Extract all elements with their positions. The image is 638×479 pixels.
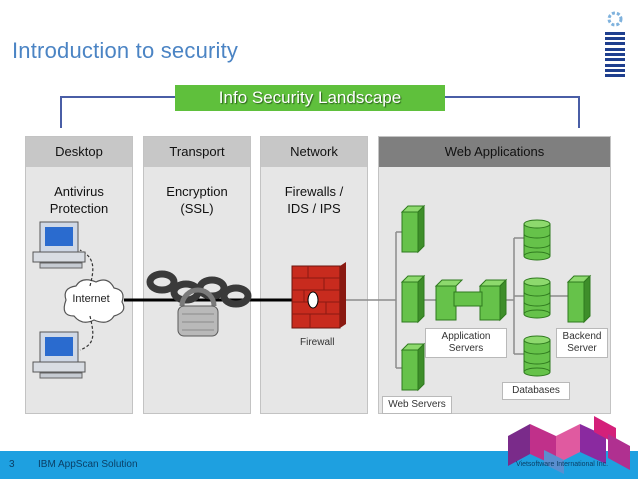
application-servers-label: Application Servers [425,328,507,358]
slide-title: Introduction to security [12,38,239,63]
backend-server-label: Backend Server [556,328,608,358]
desktop-description: Antivirus Protection [49,184,109,216]
internet-label: Internet [72,293,110,305]
ibm-logo [605,11,625,77]
desktop-header: Desktop [26,137,132,167]
web-server-icon [400,342,426,392]
database-icon [523,335,551,377]
footer-text: IBM AppScan Solution [38,459,138,470]
transport-description: Encryption (SSL) [166,184,228,216]
web-server-icon [400,274,426,324]
footer-bar [0,451,638,479]
transport-header: Transport [144,137,250,167]
backend-server-icon [566,274,592,324]
database-icon [523,277,551,319]
firewall-label: Firewall [300,337,335,348]
landscape-banner: Info Security Landscape [175,85,445,111]
internet-cloud-icon [63,279,125,323]
web-servers-label: Web Servers [382,396,452,414]
decorative-pattern [508,416,630,474]
desktop-computer-icon [32,221,86,269]
database-icon [523,219,551,261]
network-column: Network Firewalls / IDS / IPS [260,136,368,414]
chain-lock-icon [146,270,252,337]
firewall-icon [291,262,346,329]
application-server-icon [434,278,508,322]
desktop-computer-icon [32,331,86,379]
network-description: Firewalls / IDS / IPS [284,184,344,216]
copyright-text: Vietsoftware International Inc. [516,461,609,468]
web-server-icon [400,204,426,254]
web-applications-header: Web Applications [379,137,610,167]
network-header: Network [261,137,367,167]
databases-label: Databases [502,382,570,400]
web-applications-column: Web Applications [378,136,611,414]
page-number: 3 [9,459,15,470]
